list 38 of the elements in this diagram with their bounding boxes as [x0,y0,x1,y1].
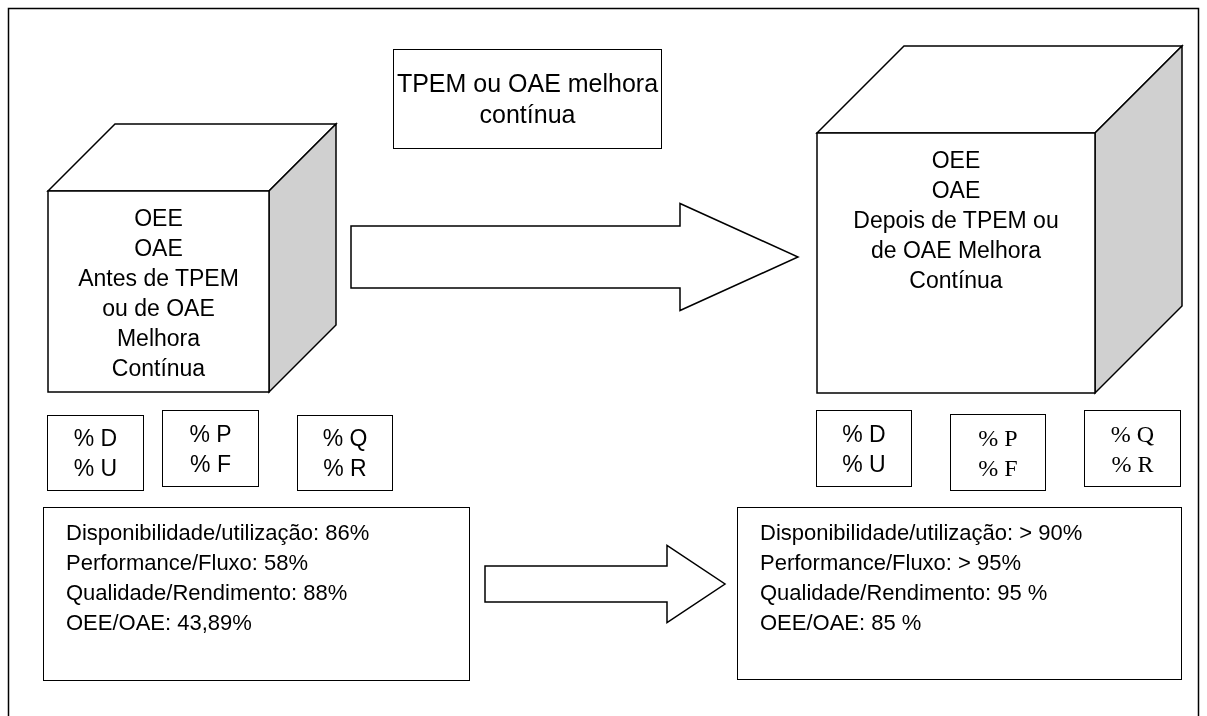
cube-label: OAE [134,234,183,263]
metric-line: OEE/OAE: 43,89% [66,609,253,637]
metric-line: Performance/Fluxo: > 95% [760,549,1023,577]
metric-line: Performance/Fluxo: 58% [66,549,310,577]
box-label: % D [73,424,118,453]
block-arrow [350,202,800,312]
box-label: % P [978,423,1018,453]
text-box [950,414,1046,491]
text-box [47,415,144,491]
metric-line: Disponibilidade/utilização: 86% [66,519,371,547]
box-label: % Q [1110,419,1155,449]
metric-line: Qualidade/Rendimento: 95 % [760,579,1049,607]
box-label: % U [842,449,886,479]
cube-label: OEE [931,146,981,175]
cube-label: OAE [931,176,981,205]
metrics-box [43,507,470,681]
box-label: % P [189,419,232,449]
box-label: % F [978,453,1018,483]
box-label: TPEM ou OAE melhora contínua [395,68,660,130]
box-label: % R [323,454,367,483]
box-label: % Q [322,424,368,453]
cube-label: Antes de TPEM ou de OAE Melhora Contínua [77,264,240,383]
block-arrow [484,544,727,624]
cube-label: OEE [134,204,183,233]
box-label: % D [842,419,886,449]
text-box [816,410,912,487]
metric-line: Qualidade/Rendimento: 88% [66,579,349,607]
box-label: % U [73,454,118,483]
metric-line: Disponibilidade/utilização: > 90% [760,519,1084,547]
box-label: % R [1111,449,1154,479]
metrics-box [737,507,1182,680]
cube-label: Depois de TPEM ou de OAE Melhora Contínua [852,206,1060,295]
box-label: % F [190,449,231,479]
metric-line: OEE/OAE: 85 % [760,609,923,637]
text-box [297,415,393,491]
text-box [162,410,259,487]
text-box [1084,410,1181,487]
text-box [393,49,662,149]
